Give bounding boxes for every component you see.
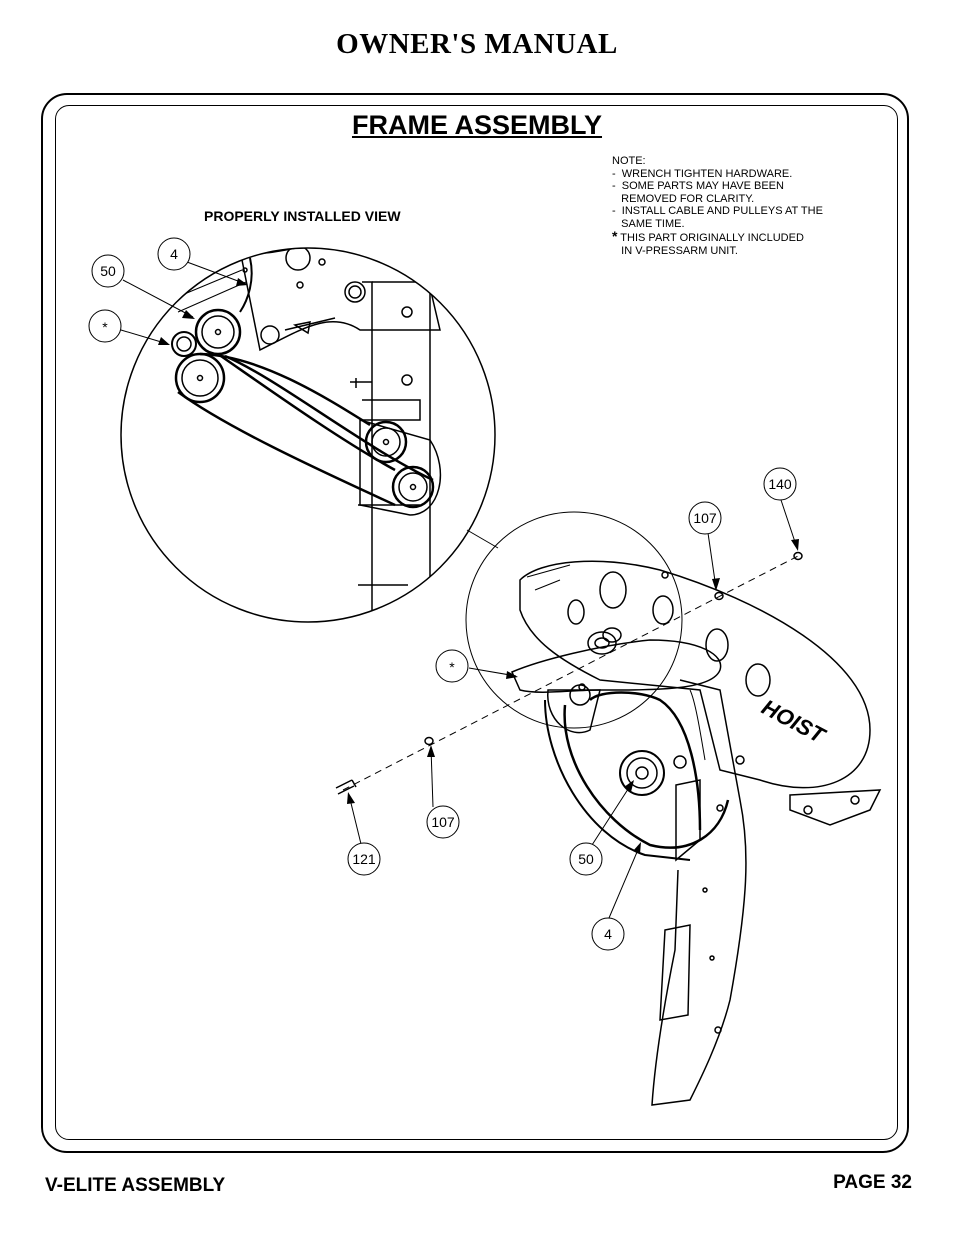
callout-121: [347, 842, 381, 876]
note-line: SAME TIME.: [612, 217, 685, 230]
callout-label: 4: [170, 246, 178, 262]
callout-label: 4: [604, 926, 612, 942]
page-frame-inner: [55, 105, 898, 1140]
bolt-121: [335, 779, 357, 795]
manual-title: OWNER'S MANUAL: [336, 28, 618, 60]
callout-107-bottom: [426, 805, 460, 839]
washer-107-top: [714, 591, 724, 601]
note-star-line: * THIS PART ORIGINALLY INCLUDED: [612, 228, 823, 245]
pulley-small: [171, 331, 197, 357]
hoist-logo: HOIST: [758, 694, 830, 748]
section-title: FRAME ASSEMBLY: [351, 110, 603, 140]
note-line: - INSTALL CABLE AND PULLEYS AT THE: [612, 205, 823, 217]
detail-view-parts: [169, 248, 442, 621]
assembly-note: NOTE: - WRENCH TIGHTEN HARDWARE. - SOME …: [612, 155, 823, 257]
zoom-reference-circle: [465, 511, 683, 729]
cross-arm: [511, 639, 722, 693]
page-frame-outer: [41, 93, 909, 1153]
main-pulley: [619, 750, 665, 796]
callout-label: 50: [100, 263, 116, 279]
detail-leader-line: [466, 529, 499, 549]
detail-view-circle: [120, 247, 496, 623]
callout-140: [763, 467, 797, 501]
callout-50-detail: [91, 254, 125, 288]
hardware-axis-line: [342, 554, 801, 791]
callout-4-main: [591, 917, 625, 951]
footer-page-number: PAGE 32: [833, 1172, 912, 1193]
callout-4-detail: [157, 237, 191, 271]
callout-star-main: [435, 649, 469, 683]
washer-107-bottom: [424, 736, 434, 746]
mounting-plate: [519, 560, 871, 789]
callout-label: 50: [578, 851, 594, 867]
note-line: THIS PART ORIGINALLY INCLUDED: [617, 232, 804, 244]
callout-label: 107: [431, 814, 455, 830]
note-line: IN V-PRESSARM UNIT.: [612, 244, 738, 257]
nut-140: [793, 551, 803, 561]
footer-assembly-name: V-ELITE ASSEMBLY: [45, 1175, 226, 1196]
callout-label: *: [449, 659, 455, 675]
callout-arrowheads: [158, 278, 799, 854]
note-line: - WRENCH TIGHTEN HARDWARE.: [612, 167, 793, 180]
callout-label: 107: [693, 510, 717, 526]
callout-107-top: [688, 501, 722, 535]
asterisk-mark: *: [612, 228, 618, 244]
detail-view-label: PROPERLY INSTALLED VIEW: [204, 208, 401, 224]
callout-50-main: [569, 842, 603, 876]
callout-label: 121: [352, 851, 376, 867]
note-line: REMOVED FOR CLARITY.: [612, 192, 755, 205]
note-heading: NOTE:: [612, 155, 646, 167]
callout-star-detail: [88, 309, 122, 343]
note-line: - SOME PARTS MAY HAVE BEEN: [612, 180, 784, 192]
callout-label: *: [102, 319, 108, 335]
callout-label: 140: [768, 476, 792, 492]
upright-frame: [651, 679, 747, 1106]
